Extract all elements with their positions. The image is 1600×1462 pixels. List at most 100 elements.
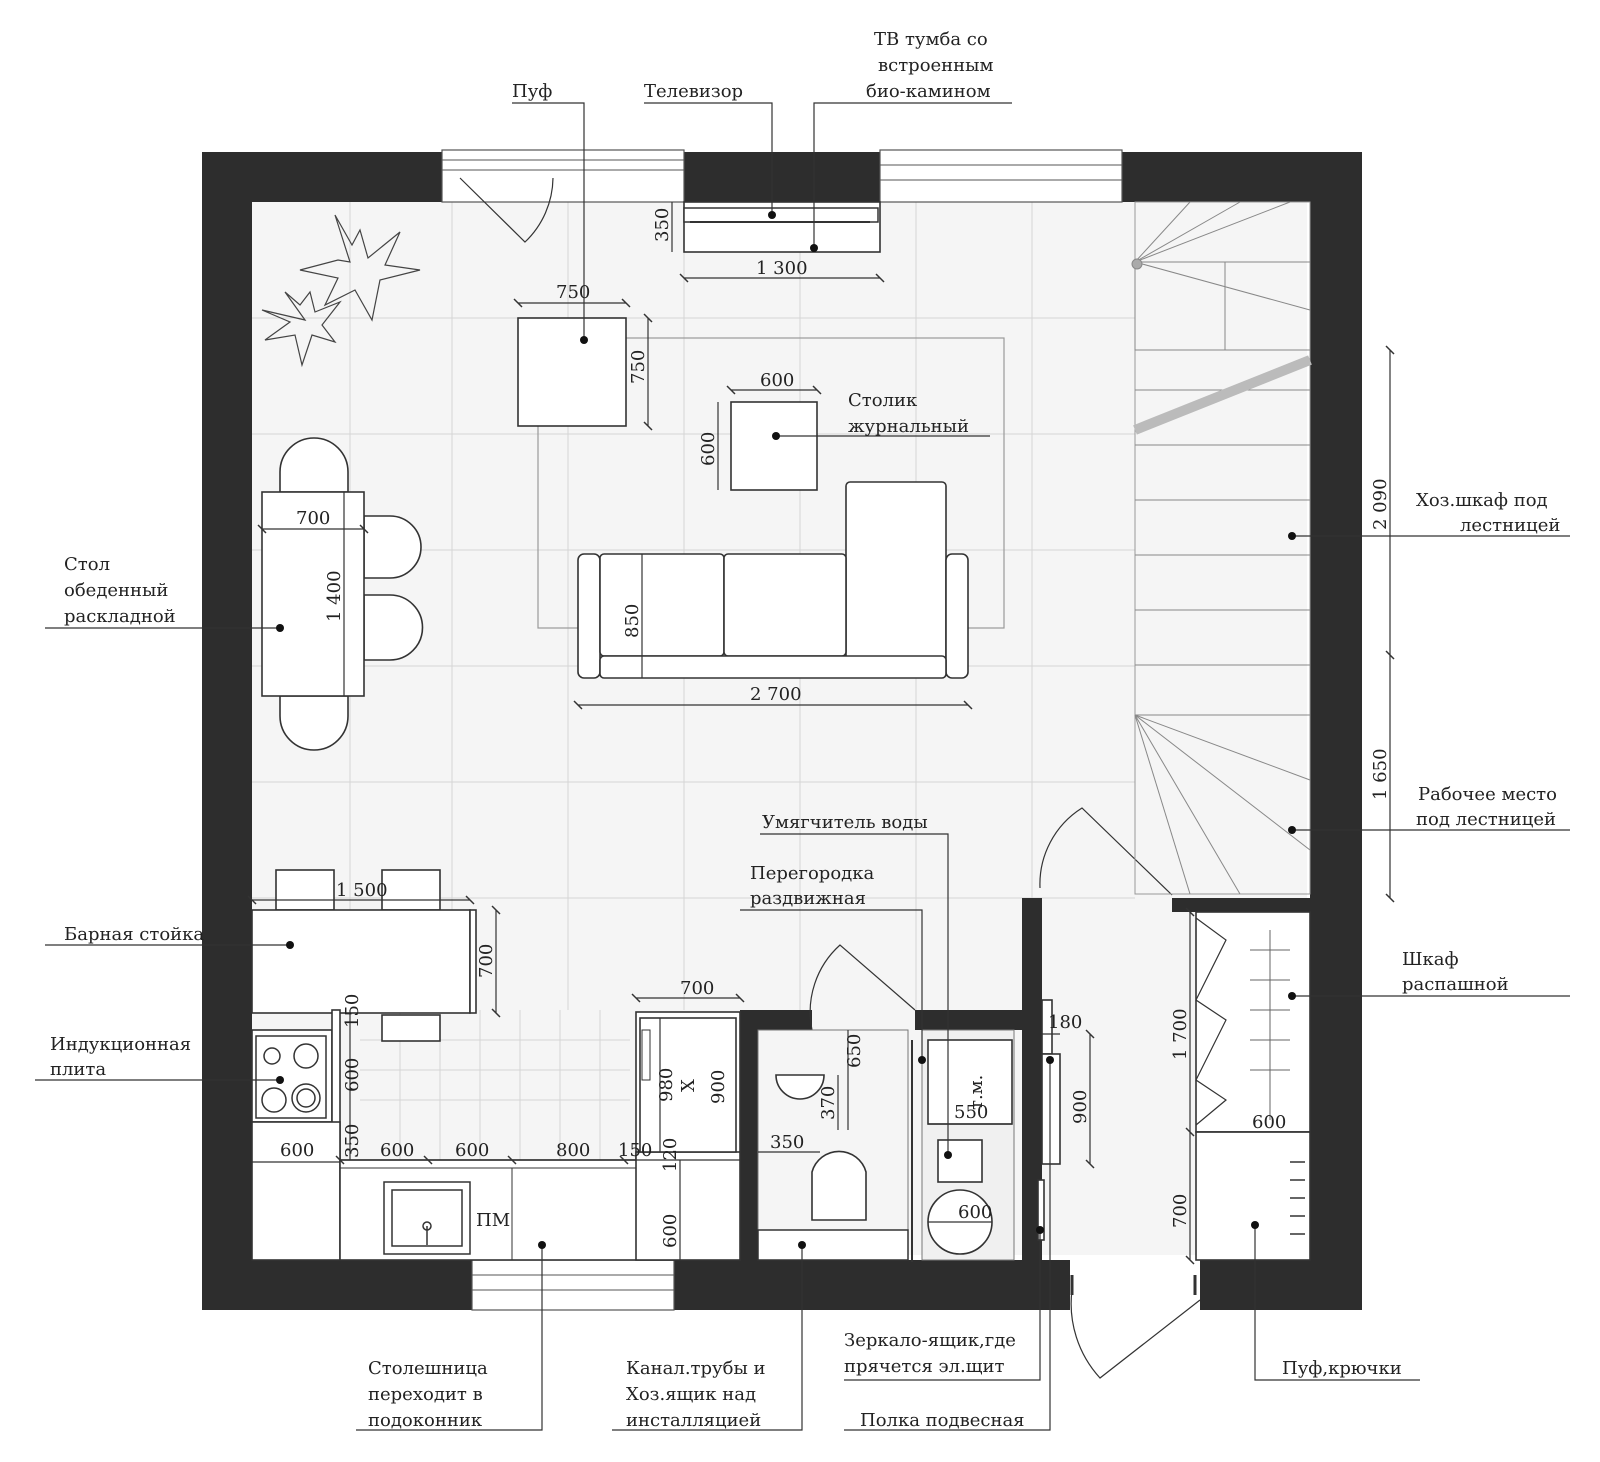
dim-kitchen-bottom-600: 600 (660, 1214, 681, 1248)
label-dining-2: обеденный (64, 580, 168, 601)
label-washing-machine: т.м. (966, 1075, 987, 1110)
dim-sofa-width: 2 700 (750, 684, 802, 705)
dim-wardrobe-1700: 1 700 (1170, 1008, 1191, 1060)
label-bar-counter: Барная стойка (64, 924, 204, 945)
dim-kitchen-800: 800 (556, 1140, 590, 1161)
label-dining-1: Стол (64, 554, 110, 575)
dim-stairs-lower: 1 650 (1370, 748, 1391, 800)
label-worktop-1: Столешница (368, 1358, 488, 1379)
dim-kitchen-350: 350 (342, 1124, 363, 1158)
dim-hob-gap: 150 (342, 994, 363, 1028)
dim-dining-length: 1 400 (324, 570, 345, 622)
dim-mirror-180: 180 (1048, 1012, 1082, 1033)
coffee-table (730, 401, 818, 491)
fridge (639, 1017, 737, 1153)
dim-shower-600: 600 (958, 1202, 992, 1223)
dim-wm-550: 550 (954, 1102, 988, 1123)
dim-hob-depth: 600 (342, 1058, 363, 1092)
label-partition-1: Перегородка (750, 863, 874, 884)
dim-tv-depth: 350 (652, 208, 673, 242)
dim-bar-length: 1 500 (336, 880, 388, 901)
dim-kitchen-600a: 600 (380, 1140, 414, 1161)
label-wardrobe-2: распашной (1402, 974, 1509, 995)
dim-fridge-900: 900 (708, 1070, 729, 1104)
label-pipes-1: Канал.трубы и (626, 1358, 766, 1379)
dim-fridge-120: 120 (660, 1138, 681, 1172)
tv-stand (683, 201, 881, 253)
dim-sink-650: 650 (844, 1034, 865, 1068)
plant-icon (261, 214, 421, 368)
label-hanging-shelf: Полка подвесная (860, 1410, 1025, 1431)
label-tv-stand-1: ТВ тумба со (874, 29, 988, 50)
dim-wardrobe-600: 600 (1252, 1112, 1286, 1133)
outer-walls (202, 152, 1362, 1310)
staircase (1131, 201, 1312, 895)
dim-hall-700: 700 (1170, 1194, 1191, 1228)
dimension-lines (252, 202, 1391, 1260)
wardrobe (1195, 911, 1311, 1261)
dim-puf-width: 750 (556, 282, 590, 303)
toilet-icon (811, 1150, 867, 1221)
label-dishwasher: ПМ (476, 1210, 510, 1231)
dim-tv-width: 1 300 (756, 258, 808, 279)
washbasin-icon (775, 1074, 825, 1100)
callout-labels: Пуф Телевизор ТВ тумба со встроенным био… (50, 29, 1560, 1431)
label-hob-1: Индукционная (50, 1034, 191, 1055)
label-storage-1: Хоз.шкаф под (1416, 490, 1548, 511)
inner-walls (740, 898, 1310, 1260)
label-wardrobe-1: Шкаф (1402, 949, 1459, 970)
label-pipes-2: Хоз.ящик над (626, 1384, 756, 1405)
label-tv-stand-3: био-камином (866, 81, 991, 102)
induction-hob-icon (255, 1035, 327, 1119)
label-fridge: Х (678, 1079, 699, 1092)
dim-dining-width: 700 (296, 508, 330, 529)
windows (441, 149, 1123, 1311)
bathroom (757, 1029, 1015, 1262)
label-pipes-3: инсталляцией (626, 1410, 761, 1431)
label-coffee-table-1: Столик (848, 390, 918, 411)
dim-puf-depth: 750 (628, 350, 649, 384)
sofa (577, 481, 969, 679)
dim-sink-370: 370 (818, 1086, 839, 1120)
dim-mirror-900: 900 (1070, 1090, 1091, 1124)
dimension-ticks (247, 273, 1395, 1265)
dim-sofa-depth: 850 (622, 604, 643, 638)
dim-fridge-980: 980 (656, 1068, 677, 1102)
puf (517, 317, 627, 427)
label-mirror-1: Зеркало-ящик,где (844, 1330, 1016, 1351)
label-tv-stand-2: встроенным (878, 55, 994, 76)
label-dining-3: раскладной (64, 606, 176, 627)
label-workplace-1: Рабочее место (1418, 784, 1557, 805)
label-hob-2: плита (50, 1059, 106, 1080)
door-swings (459, 177, 1201, 1379)
dim-bar-depth: 700 (476, 944, 497, 978)
bar-counter (251, 869, 477, 1042)
label-partition-2: раздвижная (750, 888, 866, 909)
washing-machine-box (927, 1039, 1013, 1125)
dim-kitchen-left-600: 600 (280, 1140, 314, 1161)
label-coffee-table-2: журнальный (848, 416, 969, 437)
dim-fridge-width: 700 (680, 978, 714, 999)
kitchen-sink-icon (383, 1181, 471, 1255)
label-workplace-2: под лестницей (1416, 809, 1556, 830)
dim-wc-350: 350 (770, 1132, 804, 1153)
tv (683, 207, 879, 223)
dim-coffee-width: 600 (760, 370, 794, 391)
label-water-softener: Умягчитель воды (762, 812, 928, 833)
dining-set (261, 437, 424, 751)
dim-coffee-depth: 600 (698, 432, 719, 466)
label-pouf-hooks: Пуф,крючки (1282, 1358, 1402, 1379)
dim-stairs-upper: 2 090 (1370, 478, 1391, 530)
dim-kitchen-150: 150 (618, 1140, 652, 1161)
leader-lines (35, 102, 1570, 1431)
dimension-texts: 350 1 300 750 750 600 600 700 1 400 850 … (280, 208, 1391, 1248)
label-worktop-2: переходит в (368, 1384, 483, 1405)
leader-dots (276, 211, 1296, 1249)
dim-kitchen-600b: 600 (455, 1140, 489, 1161)
label-storage-2: лестницей (1460, 515, 1560, 536)
label-puf: Пуф (512, 81, 552, 102)
label-mirror-2: прячется эл.щит (844, 1356, 1005, 1377)
label-tv: Телевизор (644, 81, 743, 102)
label-worktop-3: подоконник (368, 1410, 483, 1431)
